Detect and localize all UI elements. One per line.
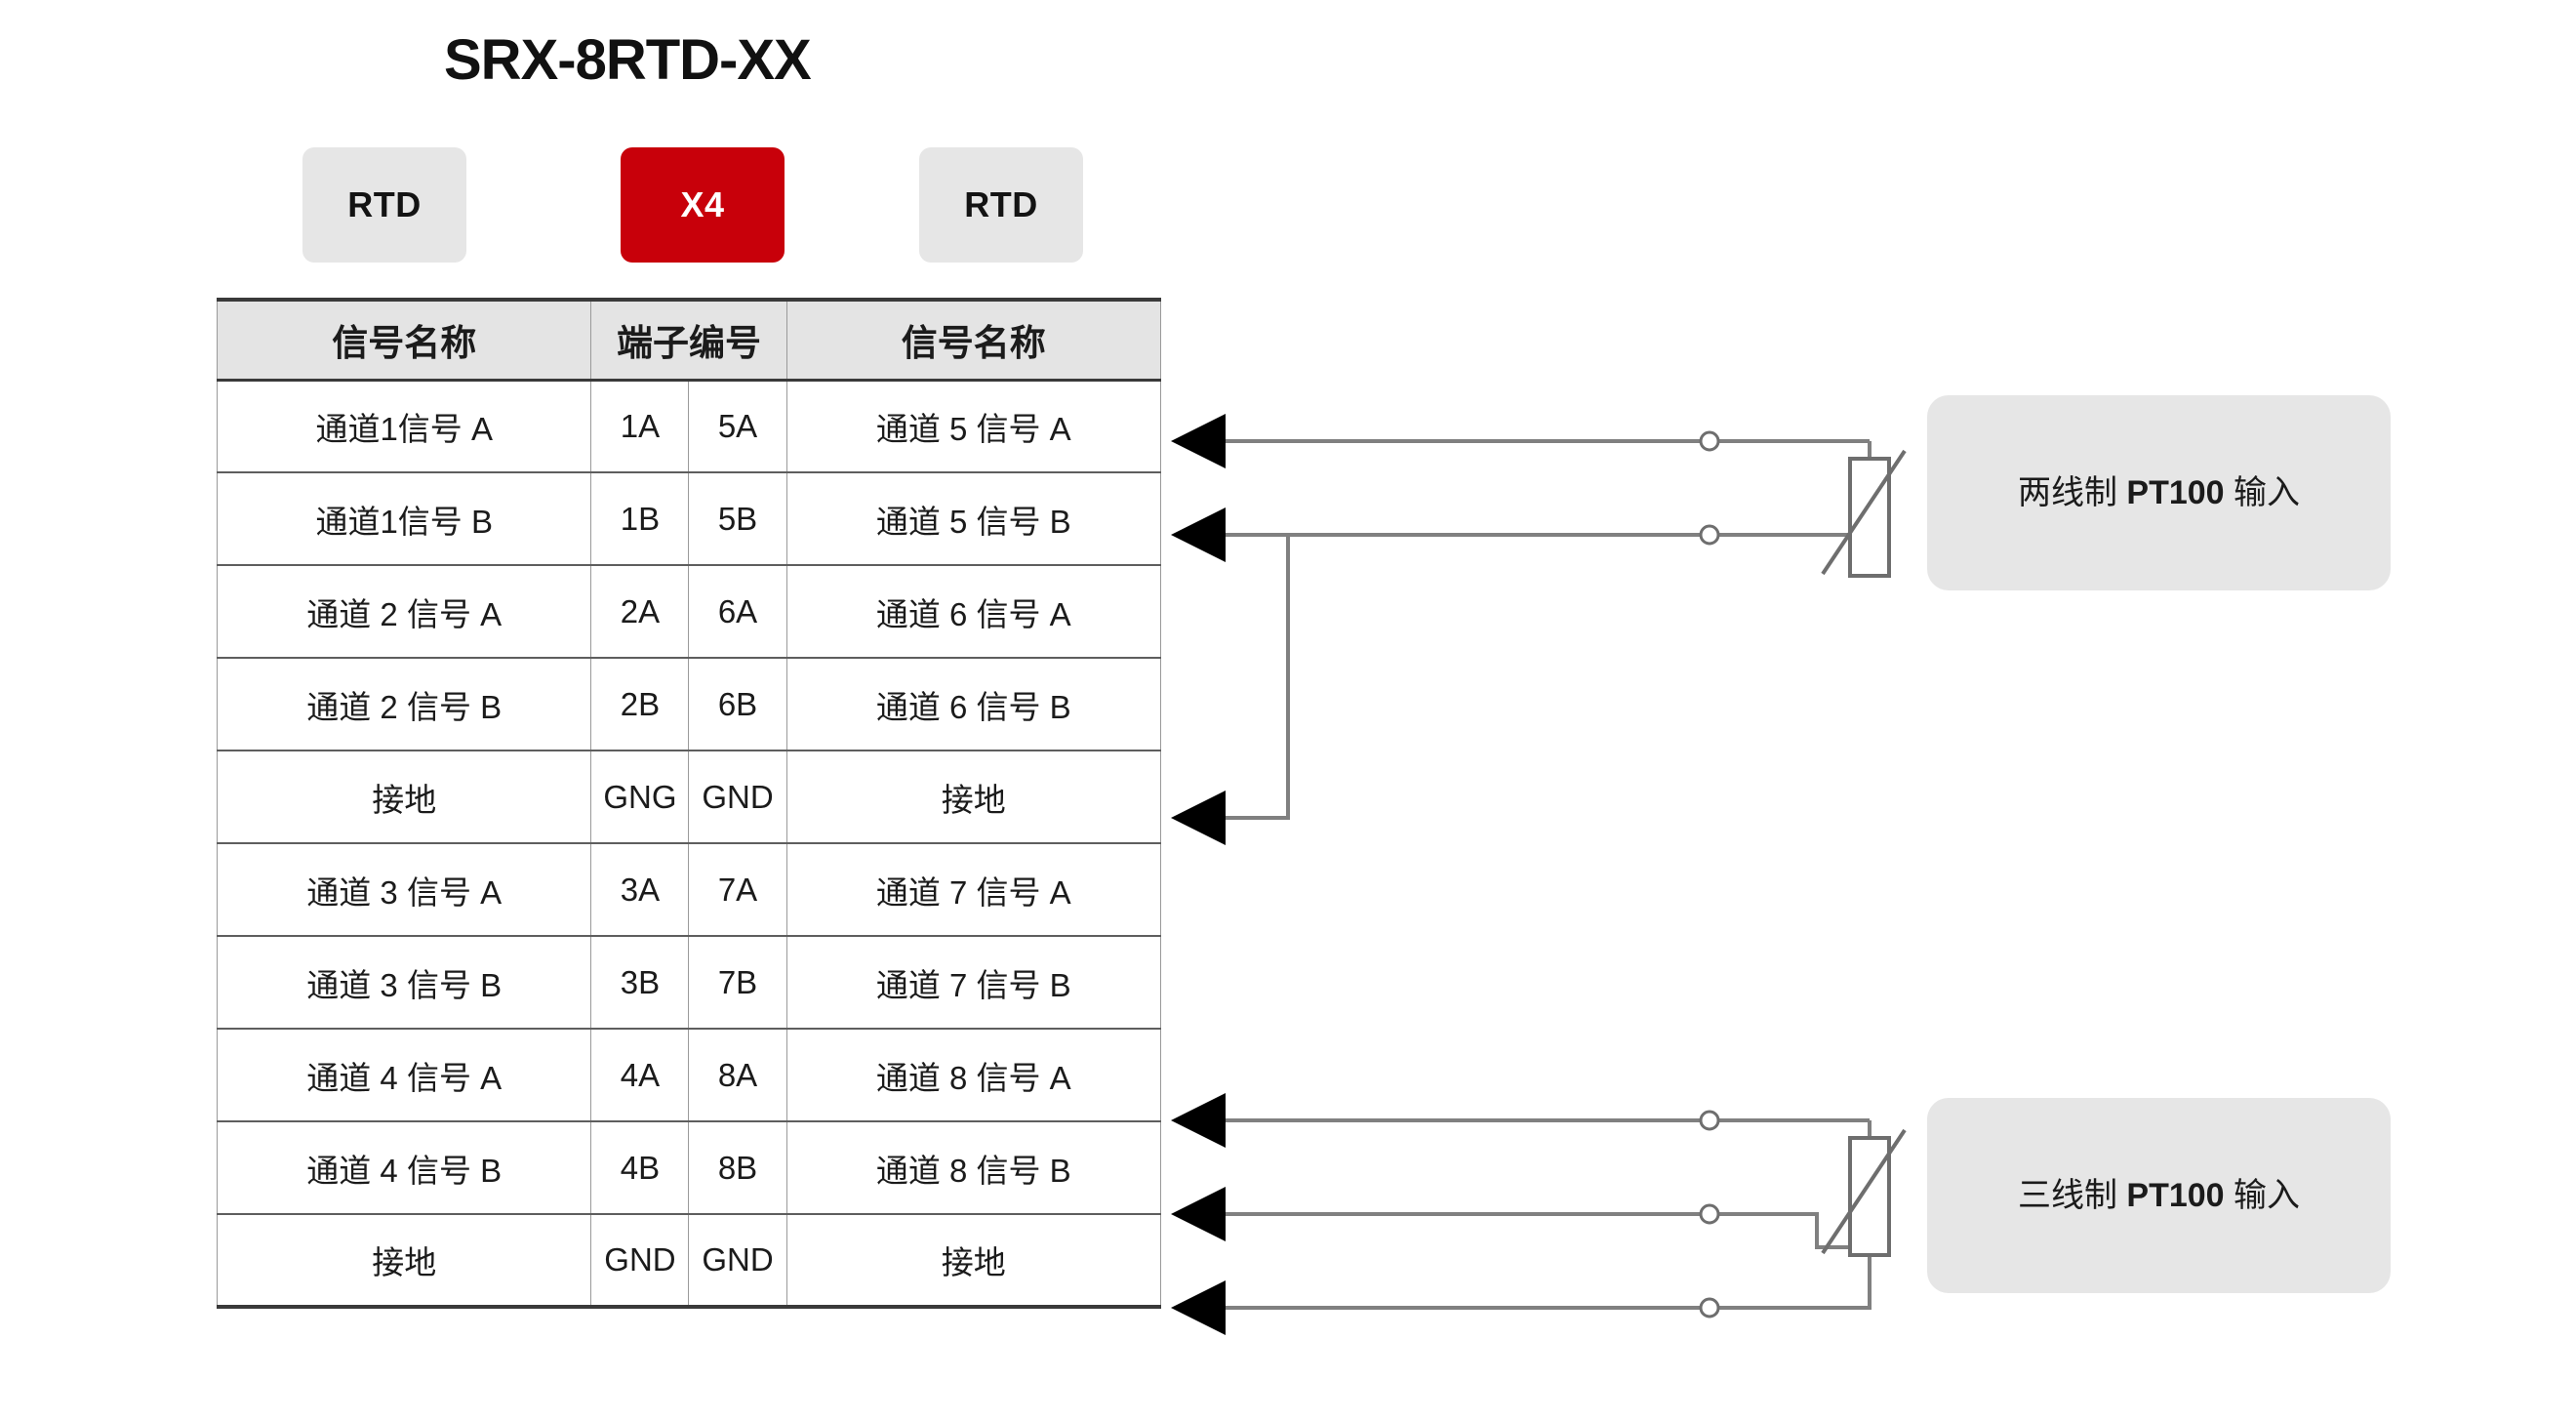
cell-signal-right: 接地 — [785, 750, 1162, 844]
cell-signal-right: 通道 5 信号 A — [785, 379, 1162, 473]
cell-terminal-left: 3A — [590, 842, 690, 937]
callout-three-wire-pt100: 三线制 PT100 输入 — [1927, 1098, 2391, 1293]
cell-signal-right: 接地 — [785, 1213, 1162, 1309]
arrowhead-group — [1171, 414, 1226, 1335]
cell-signal-right: 通道 8 信号 B — [785, 1120, 1162, 1215]
arrowhead-5b — [1171, 507, 1226, 562]
badge-x4-label: X4 — [680, 184, 725, 224]
callout-three-wire-emphasis: PT100 — [2126, 1176, 2225, 1214]
terminal-marker-8a — [1699, 1110, 1720, 1131]
callout-two-wire-prefix: 两线制 — [2017, 473, 2127, 511]
cell-terminal-left: GNG — [590, 750, 690, 844]
terminal-marker-5a — [1699, 430, 1720, 452]
badge-rtd-right: RTD — [919, 147, 1083, 263]
terminal-marker-group — [1699, 430, 1720, 1319]
cell-terminal-left: 1A — [590, 379, 690, 473]
cell-signal-right: 通道 6 信号 A — [785, 564, 1162, 659]
cell-terminal-right: 6B — [688, 657, 787, 751]
arrowhead-8a — [1171, 1093, 1226, 1148]
cell-signal-left: 接地 — [216, 750, 592, 844]
cell-terminal-right: 7B — [688, 935, 787, 1030]
wire-8b — [1202, 1212, 1870, 1249]
terminal-marker-8b — [1699, 1203, 1720, 1225]
cell-terminal-right: GND — [688, 1213, 787, 1309]
cell-signal-left: 通道1信号 B — [216, 471, 592, 566]
wire-gnd-three-wire — [1202, 1247, 1872, 1310]
cell-signal-left: 通道1信号 A — [216, 379, 592, 473]
arrowhead-8b — [1171, 1187, 1226, 1241]
arrowhead-5a — [1171, 414, 1226, 468]
cell-signal-left: 通道 3 信号 B — [216, 935, 592, 1030]
rtd-sensor-body-two-wire — [1848, 457, 1891, 578]
rtd-sensor-three-wire — [1821, 1128, 1907, 1257]
rtd-sensor-slash-three-wire — [1821, 1128, 1907, 1255]
cell-signal-right: 通道 7 信号 A — [785, 842, 1162, 937]
cell-signal-left: 通道 2 信号 A — [216, 564, 592, 659]
rtd-sensor-body-three-wire — [1848, 1136, 1891, 1257]
table-header-row: 信号名称 端子编号 信号名称 — [216, 298, 1162, 382]
cell-signal-right: 通道 5 信号 B — [785, 471, 1162, 566]
cell-terminal-right: 5B — [688, 471, 787, 566]
header-signal-right: 信号名称 — [785, 298, 1162, 382]
badge-rtd-left: RTD — [302, 147, 466, 263]
cell-signal-left: 通道 2 信号 B — [216, 657, 592, 751]
cell-terminal-right: 7A — [688, 842, 787, 937]
cell-terminal-right: 8B — [688, 1120, 787, 1215]
callout-two-wire-emphasis: PT100 — [2126, 473, 2225, 511]
cell-signal-left: 通道 4 信号 B — [216, 1120, 592, 1215]
header-signal-left: 信号名称 — [216, 298, 592, 382]
callout-three-wire-suffix: 输入 — [2224, 1176, 2301, 1214]
cell-terminal-left: 2A — [590, 564, 690, 659]
cell-terminal-left: 4B — [590, 1120, 690, 1215]
cell-signal-left: 通道 4 信号 A — [216, 1028, 592, 1122]
cell-signal-right: 通道 6 信号 B — [785, 657, 1162, 751]
cell-terminal-left: 1B — [590, 471, 690, 566]
rtd-sensor-slash-two-wire — [1821, 449, 1907, 576]
cell-signal-right: 通道 7 信号 B — [785, 935, 1162, 1030]
arrowhead-gnd-three-wire — [1171, 1280, 1226, 1335]
cell-signal-right: 通道 8 信号 A — [785, 1028, 1162, 1122]
cell-signal-left: 通道 3 信号 A — [216, 842, 592, 937]
cell-terminal-left: 4A — [590, 1028, 690, 1122]
cell-terminal-left: 2B — [590, 657, 690, 751]
rtd-sensor-two-wire — [1821, 449, 1907, 578]
terminal-marker-5b — [1699, 524, 1720, 546]
cell-terminal-right: 8A — [688, 1028, 787, 1122]
badge-rtd-right-label: RTD — [964, 184, 1038, 224]
header-terminal: 端子编号 — [590, 298, 787, 382]
cell-terminal-left: GND — [590, 1213, 690, 1309]
callout-two-wire-suffix: 输入 — [2224, 473, 2301, 511]
callout-three-wire-text: 三线制 PT100 输入 — [2018, 1174, 2300, 1217]
cell-terminal-right: 6A — [688, 564, 787, 659]
cell-terminal-right: GND — [688, 750, 787, 844]
badge-x4: X4 — [621, 147, 785, 263]
arrowhead-gnd-two-wire — [1171, 791, 1226, 845]
cell-signal-left: 接地 — [216, 1213, 592, 1309]
terminal-marker-gnd-three-wire — [1699, 1297, 1720, 1319]
cell-terminal-left: 3B — [590, 935, 690, 1030]
callout-two-wire-pt100: 两线制 PT100 输入 — [1927, 395, 2391, 590]
badge-rtd-left-label: RTD — [347, 184, 422, 224]
callout-three-wire-prefix: 三线制 — [2017, 1176, 2127, 1214]
page-title: SRX-8RTD-XX — [444, 28, 812, 92]
cell-terminal-right: 5A — [688, 379, 787, 473]
callout-two-wire-text: 两线制 PT100 输入 — [2018, 471, 2300, 514]
wire-gnd-two-wire — [1202, 535, 1290, 820]
